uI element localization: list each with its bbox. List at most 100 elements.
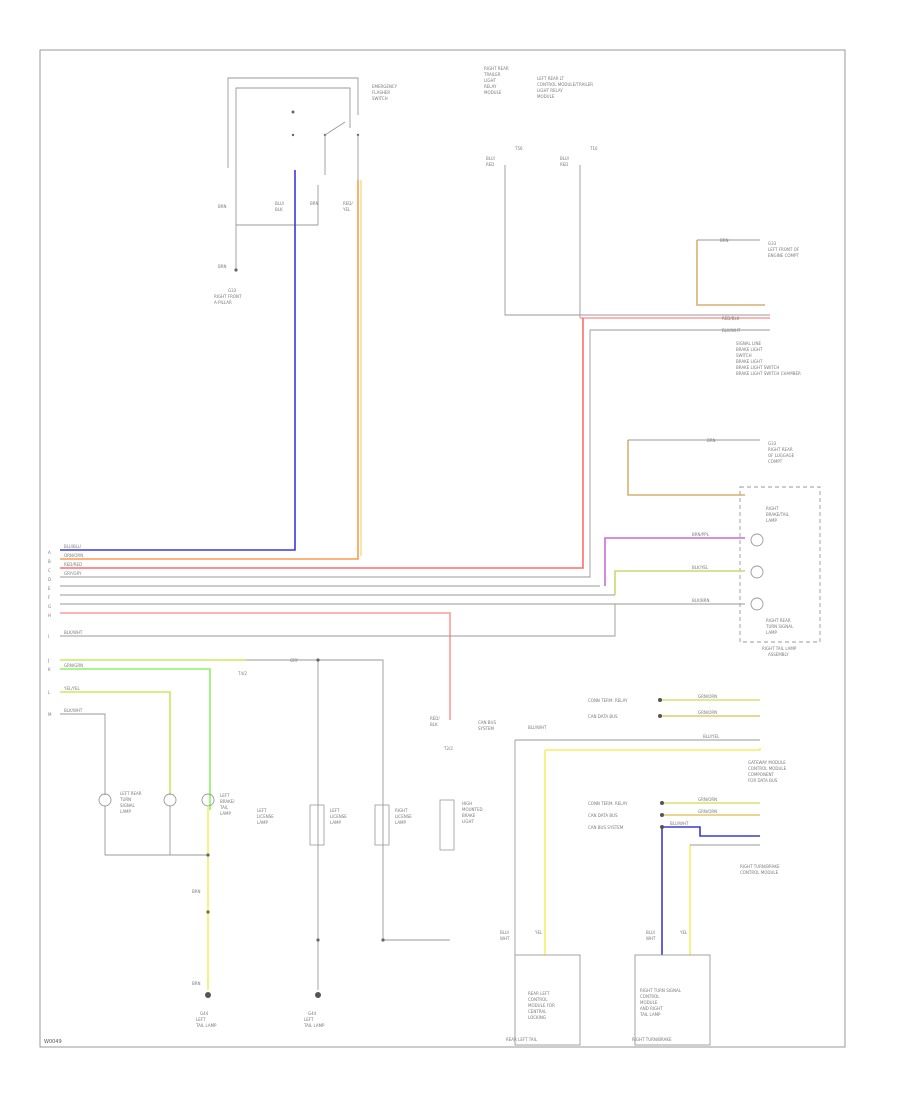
svg-text:BRAKE LIGHT SWITCH CHAMBER: BRAKE LIGHT SWITCH CHAMBER	[736, 371, 801, 376]
svg-text:RIGHT REAR: RIGHT REAR	[484, 66, 509, 71]
svg-text:CONTROL: CONTROL	[640, 994, 660, 999]
svg-text:LAMP: LAMP	[330, 820, 342, 825]
svg-text:MOUNTED: MOUNTED	[462, 807, 483, 812]
svg-text:G33: G33	[228, 288, 237, 293]
svg-text:CAN DATA BUS: CAN DATA BUS	[588, 813, 618, 818]
svg-text:MODULE: MODULE	[537, 94, 555, 99]
svg-text:C: C	[48, 568, 51, 573]
svg-text:CONTROL: CONTROL	[528, 997, 548, 1002]
svg-text:BLK: BLK	[275, 207, 283, 212]
svg-text:BLK/WHT: BLK/WHT	[722, 328, 741, 333]
svg-text:BLU/: BLU/	[486, 156, 496, 161]
svg-text:HIGH: HIGH	[462, 801, 472, 806]
svg-text:GRY: GRY	[290, 658, 299, 663]
svg-text:CAN BUS: CAN BUS	[478, 720, 496, 725]
svg-text:RED/BLK: RED/BLK	[722, 316, 740, 321]
svg-text:SWITCH: SWITCH	[372, 96, 388, 101]
svg-text:RED/: RED/	[430, 716, 440, 721]
svg-text:G44: G44	[200, 1011, 209, 1016]
svg-text:GRN/ORN: GRN/ORN	[698, 809, 717, 814]
svg-text:LEFT REAR LT: LEFT REAR LT	[537, 76, 564, 81]
svg-text:GRN/ORN: GRN/ORN	[698, 797, 717, 802]
svg-text:FOR DATA BUS: FOR DATA BUS	[748, 778, 778, 783]
svg-text:REAR LEFT: REAR LEFT	[528, 991, 550, 996]
svg-text:CONTROL MODULE: CONTROL MODULE	[748, 766, 787, 771]
svg-text:RELAY: RELAY	[484, 84, 497, 89]
svg-text:LICENSE: LICENSE	[257, 814, 274, 819]
svg-text:REAR LEFT TAIL: REAR LEFT TAIL	[506, 1037, 538, 1042]
svg-text:WHT: WHT	[646, 936, 656, 941]
svg-text:LICENSE: LICENSE	[395, 814, 412, 819]
svg-text:MODULE FOR: MODULE FOR	[528, 1003, 555, 1008]
svg-text:TAIL LAMP: TAIL LAMP	[639, 1012, 661, 1017]
svg-text:LAMP: LAMP	[766, 518, 778, 523]
wire-label-orange: ORN/ORN	[64, 553, 83, 558]
svg-text:BLU/WHT: BLU/WHT	[528, 725, 547, 730]
svg-text:FLASHER: FLASHER	[372, 90, 390, 95]
wire-label-yellow: YEL/YEL	[63, 686, 81, 691]
svg-text:OF LUGGAGE: OF LUGGAGE	[768, 453, 795, 458]
left-rear-lamps: LEFT REAR TURN SIGNAL LAMP LEFT BRAKE/ T…	[98, 791, 235, 1028]
svg-text:LEFT: LEFT	[220, 793, 230, 798]
svg-text:TAIL: TAIL	[219, 805, 229, 810]
svg-text:BRAKE LIGHT: BRAKE LIGHT	[736, 347, 763, 352]
svg-text:LAMP: LAMP	[257, 820, 269, 825]
svg-text:G44: G44	[308, 1011, 317, 1016]
svg-text:GRN/ORN: GRN/ORN	[698, 710, 717, 715]
svg-text:LEFT: LEFT	[196, 1017, 206, 1022]
svg-text:TAIL LAMP: TAIL LAMP	[303, 1023, 325, 1028]
svg-text:WHT: WHT	[500, 936, 510, 941]
svg-text:D: D	[48, 577, 51, 582]
svg-text:RED/: RED/	[343, 201, 353, 206]
svg-text:TURN: TURN	[119, 797, 131, 802]
svg-text:TAIL LAMP: TAIL LAMP	[195, 1023, 217, 1028]
svg-text:RIGHT TAIL LAMP: RIGHT TAIL LAMP	[762, 646, 797, 651]
svg-text:BRN/PPL: BRN/PPL	[692, 532, 710, 537]
svg-text:BLU/: BLU/	[646, 930, 656, 935]
svg-text:COMPT: COMPT	[768, 459, 783, 464]
page-code: W0049	[44, 1039, 62, 1045]
svg-text:RIGHT REAR: RIGHT REAR	[768, 447, 793, 452]
svg-text:SIGNAL: SIGNAL	[120, 803, 136, 808]
svg-text:LEFT: LEFT	[257, 808, 267, 813]
brake-light-group: RIGHT REAR TRAILER LIGHT RELAY MODULE LE…	[483, 66, 801, 376]
svg-text:CONTROL MODULE/TRAILER: CONTROL MODULE/TRAILER	[537, 82, 593, 87]
svg-text:TRAILER: TRAILER	[483, 72, 501, 77]
svg-text:YEL: YEL	[342, 207, 351, 212]
svg-text:BLK: BLK	[430, 722, 438, 727]
svg-text:BRN: BRN	[310, 201, 319, 206]
svg-text:SYSTEM: SYSTEM	[478, 726, 494, 731]
svg-text:AND RIGHT: AND RIGHT	[640, 1006, 663, 1011]
svg-text:LIGHT: LIGHT	[484, 78, 497, 83]
wire-label-green: GRN/GRN	[64, 663, 83, 668]
svg-text:T56: T56	[514, 146, 523, 151]
svg-text:BRN: BRN	[218, 264, 227, 269]
svg-text:BRN: BRN	[218, 204, 227, 209]
svg-text:BRN: BRN	[192, 889, 201, 894]
svg-text:RIGHT TURN SIGNAL: RIGHT TURN SIGNAL	[640, 988, 682, 993]
svg-text:I: I	[48, 634, 49, 639]
svg-text:B: B	[48, 559, 51, 564]
svg-text:M: M	[48, 712, 52, 717]
svg-text:RIGHT REAR: RIGHT REAR	[766, 618, 791, 623]
svg-text:BLK/WHT: BLK/WHT	[64, 708, 83, 713]
svg-text:F: F	[48, 595, 51, 600]
svg-text:G33: G33	[768, 241, 777, 246]
svg-text:BRAKE/TAIL: BRAKE/TAIL	[766, 512, 790, 517]
svg-text:BRAKE/: BRAKE/	[220, 799, 235, 804]
svg-text:BRAKE LIGHT: BRAKE LIGHT	[736, 359, 763, 364]
emergency-switch-group: EMERGENCY FLASHER SWITCH BRN BLU/ BLK BR…	[214, 77, 398, 305]
svg-text:RIGHT: RIGHT	[395, 808, 408, 813]
svg-text:GATEWAY MODULE: GATEWAY MODULE	[748, 760, 786, 765]
svg-text:YEL: YEL	[679, 930, 688, 935]
svg-text:RED: RED	[486, 162, 494, 167]
svg-text:BRAKE LIGHT SWITCH: BRAKE LIGHT SWITCH	[736, 365, 779, 370]
svg-text:BLK/BRN: BLK/BRN	[692, 598, 709, 603]
svg-text:LIGHT: LIGHT	[462, 819, 475, 824]
svg-text:BRN: BRN	[720, 238, 729, 243]
svg-text:K: K	[48, 667, 51, 672]
svg-text:RIGHT FRONT: RIGHT FRONT	[214, 294, 242, 299]
svg-text:SIGNAL LINE: SIGNAL LINE	[736, 341, 761, 346]
diagram-frame	[39, 49, 846, 1048]
svg-text:BLK/WHT: BLK/WHT	[64, 630, 83, 635]
